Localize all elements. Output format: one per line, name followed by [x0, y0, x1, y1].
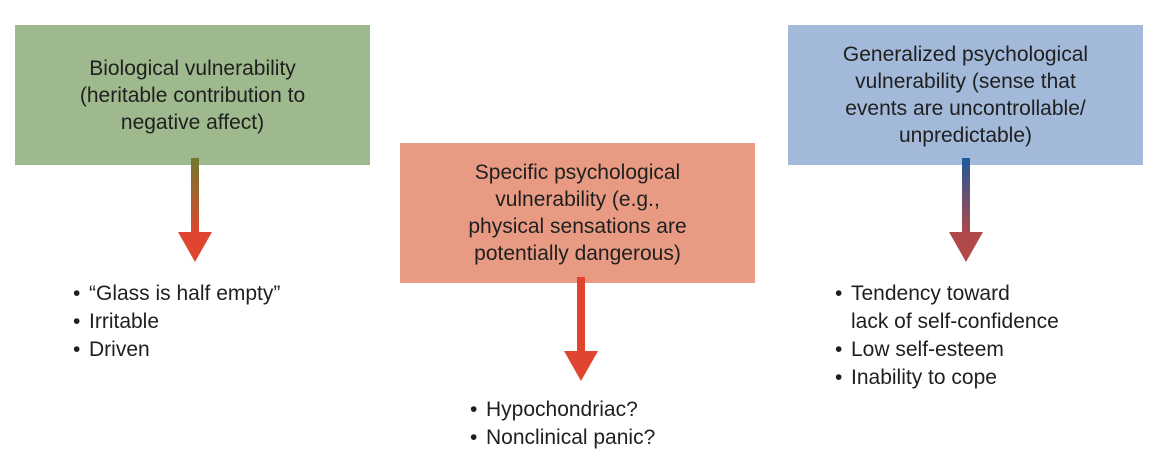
- generalized-arrow-icon: [949, 158, 983, 262]
- biological-vulnerability-box: Biological vulnerability (heritable cont…: [15, 25, 370, 165]
- list-item: Irritable: [73, 308, 280, 336]
- specific-vulnerability-text: Specific psychological vulnerability (e.…: [468, 161, 687, 265]
- biological-bullet-list: “Glass is half empty” Irritable Driven: [73, 280, 280, 364]
- list-item: Nonclinical panic?: [470, 424, 655, 452]
- list-item: Hypochondriac?: [470, 396, 655, 424]
- list-item: Tendency toward lack of self-confidence: [835, 280, 1059, 336]
- biological-vulnerability-text: Biological vulnerability (heritable cont…: [79, 56, 306, 134]
- specific-arrow-icon: [564, 277, 598, 381]
- specific-bullet-list: Hypochondriac? Nonclinical panic?: [470, 396, 655, 452]
- specific-vulnerability-box: Specific psychological vulnerability (e.…: [400, 143, 755, 283]
- generalized-bullet-list: Tendency toward lack of self-confidence …: [835, 280, 1059, 392]
- generalized-vulnerability-text: Generalized psychological vulnerability …: [842, 43, 1089, 147]
- generalized-vulnerability-box: Generalized psychological vulnerability …: [788, 25, 1143, 165]
- list-item: Driven: [73, 336, 280, 364]
- list-item: Inability to cope: [835, 364, 1059, 392]
- biological-arrow-icon: [178, 158, 212, 262]
- list-item: “Glass is half empty”: [73, 280, 280, 308]
- list-item: Low self-esteem: [835, 336, 1059, 364]
